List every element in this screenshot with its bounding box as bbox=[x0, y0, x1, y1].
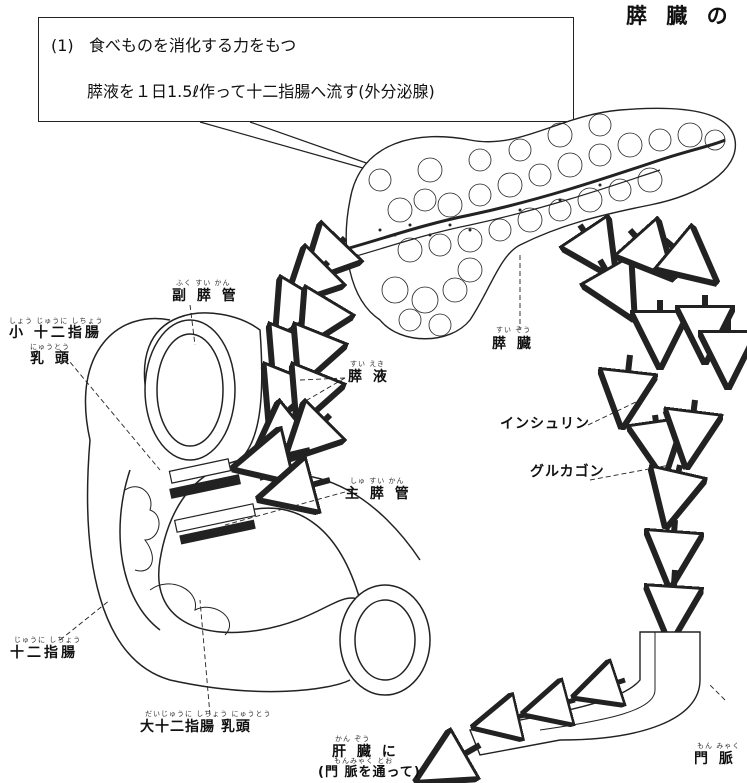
minor-papilla-ruby-2: にゅうとう bbox=[30, 344, 70, 351]
ducts bbox=[169, 459, 255, 544]
portal-vein-ruby: もん みゃく bbox=[697, 743, 740, 750]
accessory-duct-label: 副 膵 管 bbox=[172, 289, 239, 303]
pancreas bbox=[332, 108, 735, 338]
minor-papilla-ruby: しょう じゅうに しちょう bbox=[9, 318, 103, 325]
main-duct-label: 主 膵 管 bbox=[345, 487, 412, 501]
pancreatic-juice-label: 膵 液 bbox=[348, 370, 390, 384]
glucagon-label: グルカゴン bbox=[530, 465, 605, 479]
accessory-duct-ruby: ふく すい かん bbox=[176, 280, 230, 287]
callout-pointer bbox=[200, 122, 372, 170]
duodenum-label: 十二指腸 bbox=[10, 646, 78, 660]
to-liver-ruby: かん ぞう bbox=[335, 736, 370, 743]
via-portal-label: (門 脈を通って) bbox=[318, 766, 421, 779]
portal-vein-label: 門 脈 bbox=[694, 752, 736, 766]
main-duct-ruby: しゅ すい かん bbox=[350, 478, 404, 485]
papilla-label: 乳 頭 bbox=[30, 352, 72, 366]
via-portal-ruby: もんみゃく とお bbox=[334, 758, 393, 765]
major-papilla-ruby: だいじゅうに しちょう にゅうとう bbox=[145, 711, 271, 718]
portal-vein-tube bbox=[440, 632, 700, 768]
duodenum-ruby: じゅうに しちょう bbox=[14, 637, 81, 644]
minor-papilla-label: 小 十二指腸 bbox=[9, 326, 102, 340]
hormone-arrows bbox=[630, 230, 728, 440]
pancreatic-juice-ruby: すい えき bbox=[350, 361, 385, 368]
insulin-label: インシュリン bbox=[500, 417, 590, 431]
major-papilla-label: 大十二指腸 乳頭 bbox=[140, 720, 251, 734]
pancreas-ruby: すい ぞう bbox=[496, 327, 531, 334]
pancreas-label: 膵 臓 bbox=[492, 337, 534, 351]
